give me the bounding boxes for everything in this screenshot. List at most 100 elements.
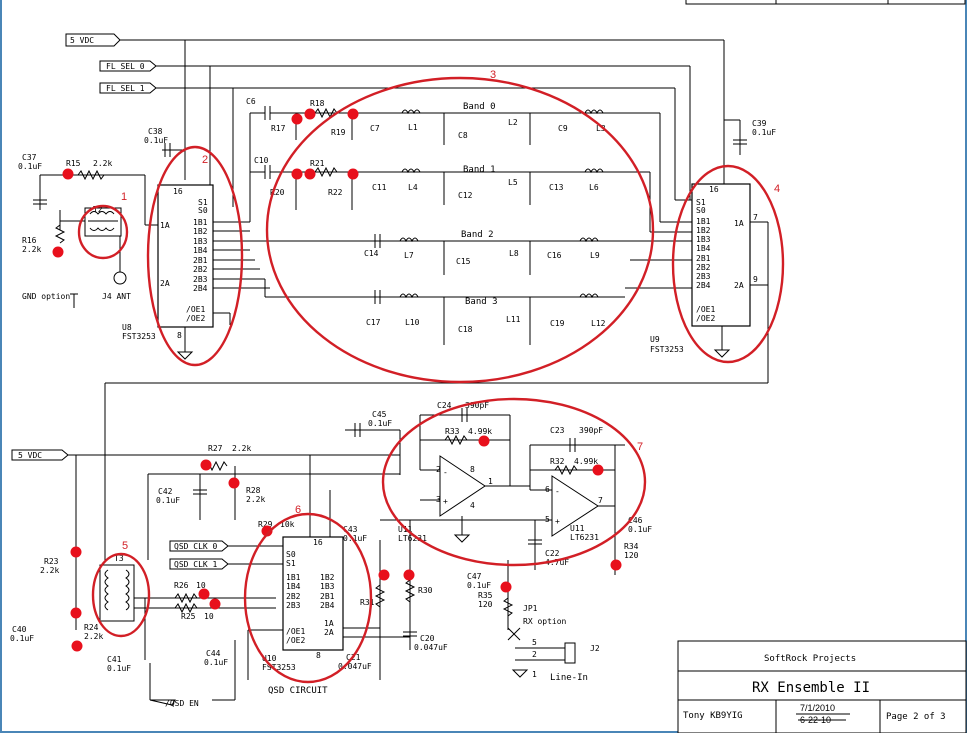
svg-text:R29: R29: [258, 520, 273, 529]
svg-text:FST3253: FST3253: [122, 332, 156, 341]
svg-text:R28: R28: [246, 486, 261, 495]
svg-text:C39: C39: [752, 119, 767, 128]
svg-text:R25: R25: [181, 612, 196, 621]
svg-text:2B2: 2B2: [696, 263, 711, 272]
svg-text:/OE2: /OE2: [186, 314, 205, 323]
svg-text:L9: L9: [590, 251, 600, 260]
chip-u8: 16 1A 2A S1 S0 1B1 1B2 1B3 1B4 2B1 2B2 2…: [122, 184, 270, 360]
ring-1: [77, 204, 129, 260]
svg-text:J2: J2: [590, 644, 600, 653]
svg-text:R16: R16: [22, 236, 37, 245]
svg-text:U10: U10: [262, 654, 277, 663]
svg-text:S0: S0: [696, 206, 706, 215]
svg-text:C46: C46: [628, 516, 643, 525]
svg-text:9: 9: [753, 275, 758, 284]
svg-text:C41: C41: [107, 655, 122, 664]
svg-text:C13: C13: [549, 183, 564, 192]
svg-text:C17: C17: [366, 318, 381, 327]
svg-text:R32: R32: [550, 457, 565, 466]
svg-text:Line-In: Line-In: [550, 673, 588, 683]
svg-text:R17: R17: [271, 124, 286, 133]
svg-text:U11: U11: [570, 524, 585, 533]
svg-text:C11: C11: [372, 183, 387, 192]
annotation-4: 4: [774, 183, 780, 195]
svg-text:120: 120: [624, 551, 639, 560]
svg-text:0.1uF: 0.1uF: [752, 128, 776, 137]
svg-text:C14: C14: [364, 249, 379, 258]
annotation-7: 7: [637, 441, 643, 453]
svg-text:2B1: 2B1: [696, 254, 711, 263]
svg-text:2B4: 2B4: [320, 601, 335, 610]
svg-text:C18: C18: [458, 325, 473, 334]
svg-text:C10: C10: [254, 156, 269, 165]
svg-text:16: 16: [709, 185, 719, 194]
svg-text:1B4: 1B4: [286, 582, 301, 591]
filter-band-0: C6 R18 R17 R19 C7 L1 C8 Band 0 L2 C9 L3: [246, 97, 661, 222]
svg-text:QSD CLK 0: QSD CLK 0: [174, 542, 218, 551]
svg-text:/QSD EN: /QSD EN: [165, 699, 199, 708]
svg-text:2B3: 2B3: [193, 275, 208, 284]
svg-text:-: -: [555, 487, 560, 496]
svg-text:C44: C44: [206, 649, 221, 658]
svg-text:/OE2: /OE2: [696, 314, 715, 323]
svg-text:0.1uF: 0.1uF: [18, 162, 42, 171]
svg-text:2B3: 2B3: [696, 272, 711, 281]
title-author: Tony KB9YIG: [683, 711, 743, 721]
svg-text:10: 10: [204, 612, 214, 621]
svg-text:U9: U9: [650, 335, 660, 344]
svg-text:5 VDC: 5 VDC: [18, 451, 42, 460]
svg-text:R27: R27: [208, 444, 223, 453]
svg-text:8: 8: [316, 651, 321, 660]
svg-text:8: 8: [470, 465, 475, 474]
svg-text:0.1uF: 0.1uF: [343, 534, 367, 543]
svg-text:C37: C37: [22, 153, 37, 162]
svg-text:2A: 2A: [324, 628, 334, 637]
svg-text:1A: 1A: [734, 219, 744, 228]
annotation-2: 2: [202, 154, 208, 166]
svg-text:390pF: 390pF: [579, 426, 603, 435]
svg-text:/OE1: /OE1: [696, 305, 715, 314]
input-section: C37 0.1uF R15 2.2k T2 R16 2.2k J4 ANT GN…: [18, 40, 234, 308]
output-rc: R31 R30 C20 0.047uF C21 0.047uF: [338, 519, 528, 680]
svg-text:0.1uF: 0.1uF: [628, 525, 652, 534]
svg-text:1A: 1A: [324, 619, 334, 628]
svg-text:2: 2: [532, 650, 537, 659]
svg-text:R35: R35: [478, 591, 493, 600]
svg-text:+: +: [555, 517, 560, 526]
svg-text:2B2: 2B2: [193, 265, 208, 274]
svg-text:2A: 2A: [160, 279, 170, 288]
svg-text:R33: R33: [445, 427, 460, 436]
title-page: Page 2 of 3: [886, 712, 946, 722]
svg-text:Band 0: Band 0: [463, 102, 496, 112]
svg-text:1B4: 1B4: [696, 244, 711, 253]
svg-text:0.047uF: 0.047uF: [414, 643, 448, 652]
svg-text:R24: R24: [84, 623, 99, 632]
filter-band-3: C17 L10 C18 Band 3 L11 C19 L12: [264, 279, 625, 345]
svg-text:C12: C12: [458, 191, 473, 200]
chip-u10: QSD CLK 0 QSD CLK 1 16 S0 S1 1B1 1B4 2B2…: [149, 536, 410, 708]
svg-text:0.1uF: 0.1uF: [467, 581, 491, 590]
svg-text:R21: R21: [310, 159, 325, 168]
svg-text:C40: C40: [12, 625, 27, 634]
svg-text:C15: C15: [456, 257, 471, 266]
svg-text:4.99k: 4.99k: [574, 457, 598, 466]
svg-text:10k: 10k: [280, 520, 295, 529]
svg-text:1B3: 1B3: [696, 235, 711, 244]
svg-text:2B2: 2B2: [286, 592, 301, 601]
svg-text:T2: T2: [93, 205, 103, 214]
svg-text:L6: L6: [589, 183, 599, 192]
svg-text:T3: T3: [114, 554, 124, 563]
ring-7: [381, 397, 647, 567]
svg-text:FL SEL 0: FL SEL 0: [106, 62, 145, 71]
net-fl-sel1: FL SEL 1: [99, 82, 676, 200]
svg-text:2B1: 2B1: [320, 592, 335, 601]
svg-text:C7: C7: [370, 124, 380, 133]
svg-text:Band 1: Band 1: [463, 165, 496, 175]
svg-text:FST3253: FST3253: [650, 345, 684, 354]
ring-6: [243, 512, 373, 684]
svg-text:R22: R22: [328, 188, 343, 197]
svg-text:QSD CLK 1: QSD CLK 1: [174, 560, 218, 569]
svg-text:0.1uF: 0.1uF: [107, 664, 131, 673]
svg-text:1B1: 1B1: [696, 217, 711, 226]
